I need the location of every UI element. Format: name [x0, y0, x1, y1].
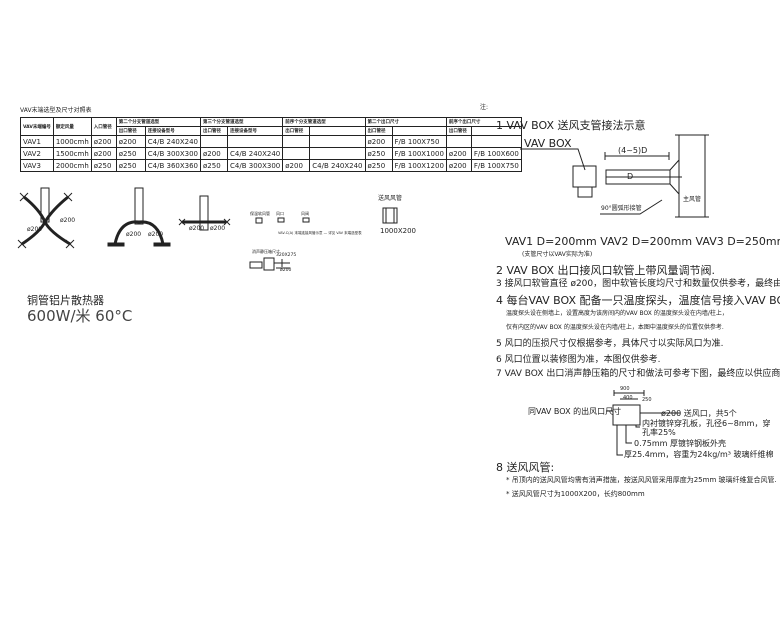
note-1: 1 VAV BOX 送风支管接法示意 [496, 119, 646, 132]
outlet-desc: ø200 送风口，共5个 [661, 409, 737, 418]
vav-tee-branch-symbol [178, 195, 231, 231]
grille-size: 1000X200 [380, 227, 416, 235]
note-6: 6 风口位置以装修图为准，本图仅供参考. [496, 355, 661, 365]
legend-symbols [255, 217, 310, 224]
pipe-dia: ø200 [189, 225, 205, 232]
legend-label: 风口 [276, 211, 284, 216]
cell: F/B 100X750 [470, 159, 522, 172]
main-duct-label: 主风管 [683, 196, 702, 203]
note-4b: 温度探头设在侧墙上，设置高度为该房间内的VAV BOX 的温度探头设在内墙/柱上… [506, 310, 728, 317]
dim-400: 400 [623, 395, 633, 401]
cell: ø200 [445, 159, 472, 172]
elbow-label: 90°圆弧形接管 [601, 205, 642, 212]
perf-label: 内衬镀锌穿孔板，孔径6~8mm，穿孔率25% [642, 419, 771, 437]
table-title: VAV末端选型及尺寸对照表 [20, 107, 92, 114]
plenum-section-diagram [606, 390, 680, 456]
pipe-dia: ø200 [27, 226, 43, 233]
vav-diameters: VAV1 D=200mm VAV2 D=200mm VAV3 D=250mm [505, 235, 780, 248]
vav-connection-diagram [520, 134, 709, 218]
box-outlet-label: 同VAV BOX 的出风口尺寸 [528, 407, 622, 416]
dim-900: 900 [620, 386, 630, 392]
pipe-dia: ø200 [148, 231, 164, 238]
vav-selection-table: VAV末端编号 额定风量 入口管径 第二个分支管道选型 第三个分支管道选型 前序… [20, 117, 522, 172]
dim-label: (4~5)D [618, 146, 648, 155]
box-pipe: ø200 [280, 268, 292, 273]
plenum-box-symbol [249, 257, 290, 271]
note-7: 7 VAV BOX 出口消声静压箱的尺寸和做法可参考下图，最终应以供应商的尺寸为… [496, 369, 780, 379]
radiator-title: 铜管铝片散热器 [27, 294, 104, 307]
note-2: 2 VAV BOX 出口接风口软管上带风量调节阀. [496, 264, 715, 277]
pipe-dia: ø200 [60, 217, 76, 224]
dim-250: 250 [642, 397, 652, 403]
grille-symbol [382, 207, 398, 224]
vav-x-branch-symbol [17, 187, 75, 249]
cell: F/B 100X1200 [391, 159, 447, 172]
cell: C4/B 360X360 [144, 159, 202, 172]
cell: C4/B 240X240 [309, 159, 366, 172]
notes-heading: 注: [480, 104, 489, 111]
glass-label: 厚25.4mm，容重为24kg/m³ 玻璃纤维棉 [624, 450, 774, 459]
box-label: 消声静压箱尺寸 [252, 249, 280, 254]
pipe-dia: ø200 [126, 231, 142, 238]
grille-title: 送风风管 [378, 195, 403, 202]
note-4c: 仅有内区的VAV BOX 的温度探头设在内墙/柱上，本图中温度探头的位置仅供参考… [506, 324, 724, 331]
note-8: 8 送风风管: [496, 461, 555, 474]
diameter-label: D [627, 172, 634, 181]
radiator-spec: 600W/米 60°C [27, 307, 133, 325]
pipe-dia: ø200 [210, 225, 226, 232]
note-8b: * 送风风管尺寸为1000X200，长约800mm [506, 490, 645, 498]
box-size: 320X275 [276, 253, 297, 258]
note-3: 3 接风口软管直径 ø200，图中软管长度均尺寸和数量仅供参考，最终由二次装修风… [496, 279, 780, 289]
cell: C4/B 300X300 [227, 159, 284, 172]
diameters-note: (支管尺寸以VAV实际为准) [522, 251, 593, 258]
cell: 2000cmh [52, 159, 92, 172]
vav-box-label: VAV BOX [524, 137, 572, 150]
note-5: 5 风口的压损尺寸仅根据参考，具体尺寸以实际风口为准. [496, 339, 724, 349]
legend-note: VAV-C(A) 末端连接风管示意 — 详见 VAV 末端选型表 [278, 231, 362, 235]
note-4: 4 每台VAV BOX 配备一只温度探头，温度信号接入VAV BOX. [496, 294, 780, 307]
legend-label: 保温软风管 [250, 211, 270, 216]
steel-label: 0.75mm 厚镀锌钢板外壳 [634, 439, 726, 448]
vav-arch-branch-symbol [107, 187, 171, 247]
legend-label: 风阀 [301, 211, 309, 216]
note-8a: * 吊顶内的送风风管均需有消声措施，按送风风管采用厚度为25mm 玻璃纤维复合风… [506, 476, 777, 484]
